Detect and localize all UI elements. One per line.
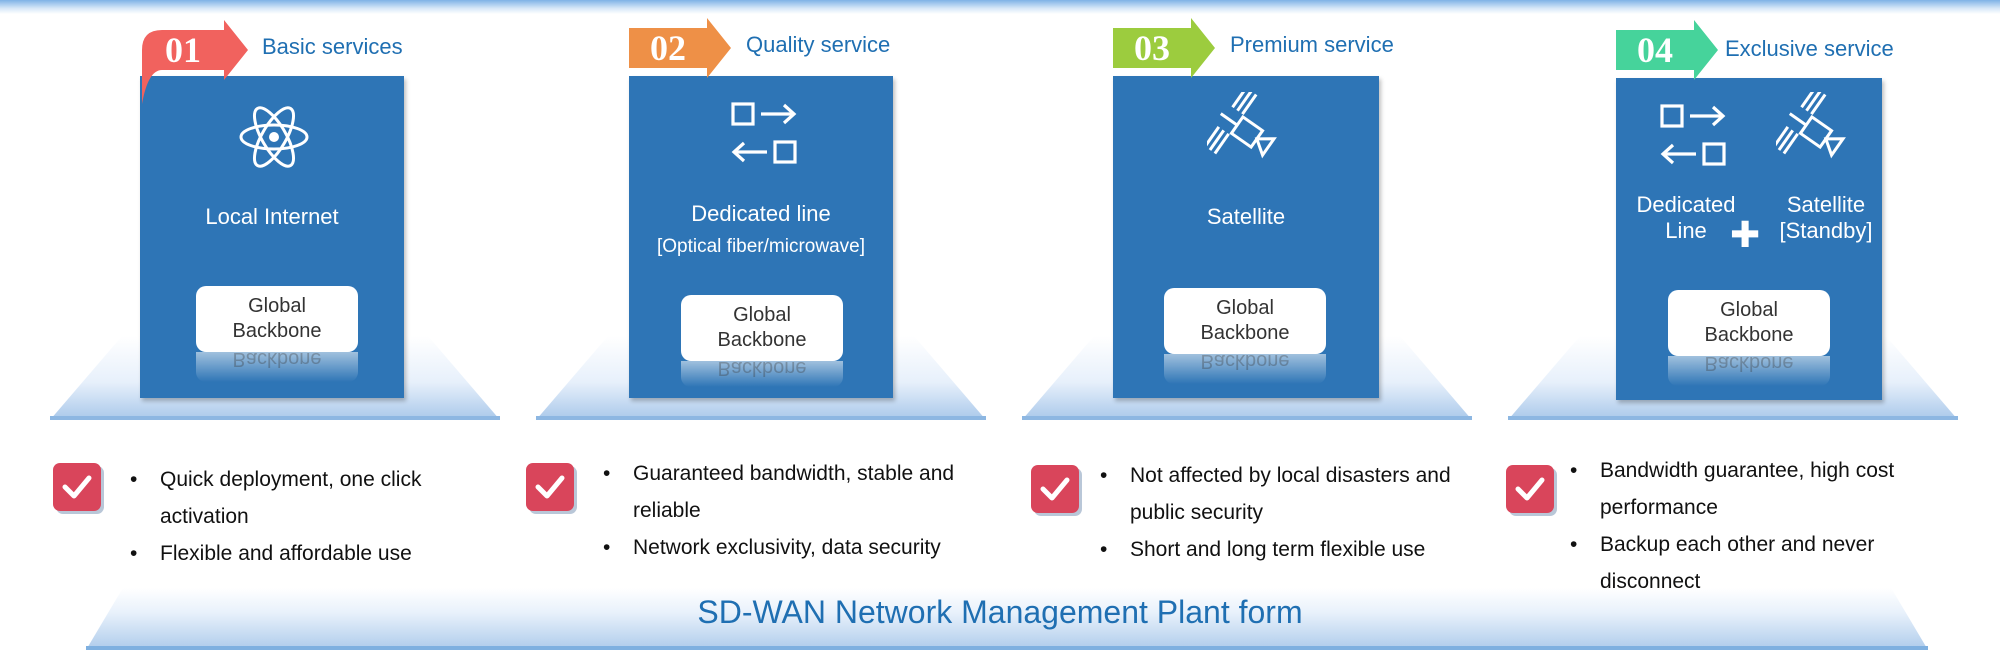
service-title: Quality service [746,32,891,57]
satellite-icon [1203,86,1287,177]
service-card: Dedicated line [Optical fiber/microwave]… [629,76,893,398]
global-backbone-box: Global Backbone [196,286,358,352]
feature-item: Bandwidth guarantee, high cost performan… [1570,452,1900,526]
feature-item: Short and long term flexible use [1100,531,1490,568]
badge-number: 01 [165,30,201,70]
feature-item: Guaranteed bandwidth, stable and reliabl… [603,455,973,529]
badge-number: 04 [1637,30,1673,70]
card-label: Dedicated line [691,201,831,226]
backbone-line-2: Backbone [1200,322,1290,344]
feature-item: Quick deployment, one click activation [130,461,460,535]
satellite-icon [1772,86,1856,177]
feature-item: Not affected by local disasters and publ… [1100,457,1490,531]
feature-list: Not affected by local disasters and publ… [1100,457,1490,568]
backbone-reflection: Backbone [681,361,843,387]
feature-list: Guaranteed bandwidth, stable and reliabl… [603,455,973,566]
service-title: Basic services [262,34,403,59]
feature-item: Flexible and affordable use [130,535,460,572]
backbone-reflection: Backbone [1164,354,1326,384]
service-title: Premium service [1230,32,1394,57]
plus-icon: ✚ [1730,214,1761,255]
atom-icon [238,98,310,181]
service-title: Exclusive service [1725,36,1894,61]
backbone-reflection: Backbone [1668,356,1830,386]
platform-band [86,588,1928,650]
card-label-dedicated: Dedicated Line [1636,192,1736,243]
platform-band-edge [86,646,1928,650]
feature-item: Network exclusivity, data security [603,529,973,566]
backbone-line-1: Global [1216,297,1274,319]
global-backbone-box: Global Backbone [681,295,843,361]
platform-title: SD-WAN Network Management Plant form [697,594,1303,630]
check-icon [526,463,574,511]
top-gradient-strip [0,0,2000,14]
backbone-line-2: Backbone [232,320,322,342]
card-platform-edge [1022,416,1472,420]
service-card: Local Internet Global Backbone Backbone [140,76,404,398]
exchange-icon [1658,102,1728,173]
service-column-exclusive: Dedicated Line ✚ Satellite [Standby] Glo… [1506,0,1978,610]
backbone-line-2: Backbone [717,329,807,351]
check-icon [1031,465,1079,513]
service-card: Satellite Global Backbone Backbone [1113,76,1379,398]
backbone-reflection: Backbone [196,352,358,382]
backbone-line-2: Backbone [1704,324,1794,346]
feature-list: Bandwidth guarantee, high cost performan… [1570,452,1900,600]
card-label: Local Internet [205,204,339,229]
badge-number: 02 [650,28,686,68]
global-backbone-box: Global Backbone [1668,290,1830,356]
service-column-quality: Dedicated line [Optical fiber/microwave]… [526,0,1006,610]
global-backbone-box: Global Backbone [1164,288,1326,354]
feature-item: Backup each other and never disconnect [1570,526,1900,600]
card-label-satellite: Satellite [Standby] [1779,192,1873,243]
service-card: Dedicated Line ✚ Satellite [Standby] Glo… [1616,78,1882,400]
check-icon [1506,465,1554,513]
badge-number: 03 [1134,28,1170,68]
service-column-premium: Satellite Global Backbone Backbone 03 Pr… [1022,0,1492,610]
card-sublabel: [Optical fiber/microwave] [656,236,865,257]
backbone-line-1: Global [248,295,306,317]
card-label: Satellite [1206,204,1286,229]
feature-list: Quick deployment, one click activation F… [130,461,460,572]
backbone-line-1: Global [733,304,791,326]
service-column-basic: Local Internet Global Backbone Backbone … [50,0,520,610]
check-icon [53,463,101,511]
card-platform-edge [1508,416,1958,420]
card-platform-edge [536,416,986,420]
exchange-icon [729,100,799,171]
card-platform-edge [50,416,500,420]
backbone-line-1: Global [1720,299,1778,321]
